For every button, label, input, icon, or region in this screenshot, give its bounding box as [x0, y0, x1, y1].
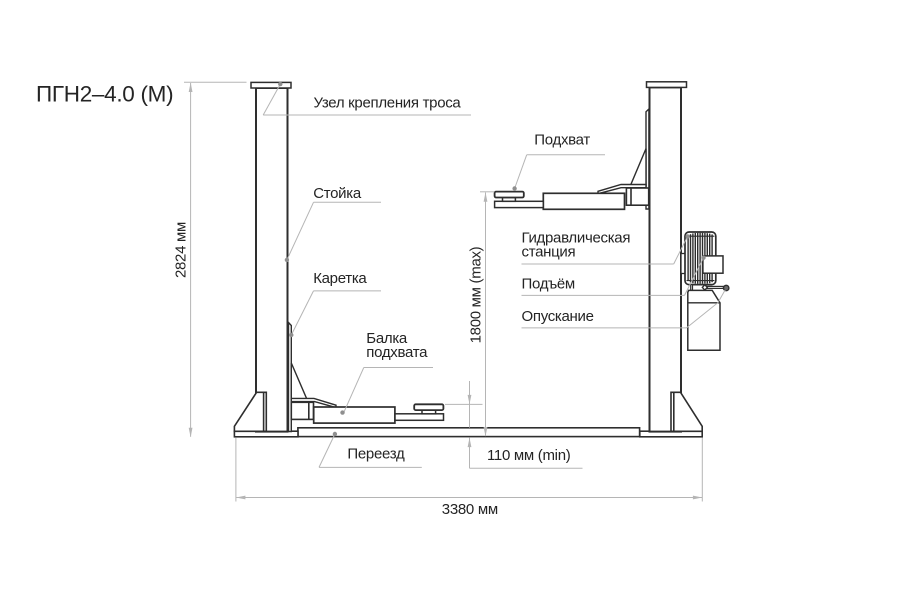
svg-text:Опускание: Опускание: [522, 308, 594, 325]
svg-text:Стойка: Стойка: [313, 185, 362, 202]
svg-text:Каретка: Каретка: [313, 270, 367, 287]
svg-text:Переезд: Переезд: [347, 446, 405, 463]
svg-text:2824 мм: 2824 мм: [173, 222, 190, 278]
svg-text:станция: станция: [522, 244, 576, 261]
svg-text:Подъём: Подъём: [522, 276, 575, 293]
svg-text:110 мм (min): 110 мм (min): [487, 447, 571, 464]
svg-text:подхвата: подхвата: [366, 344, 428, 361]
svg-text:Балка: Балка: [366, 330, 408, 347]
svg-text:3380 мм: 3380 мм: [442, 501, 498, 518]
svg-text:Подхват: Подхват: [534, 132, 590, 149]
svg-text:Гидравлическая: Гидравлическая: [522, 230, 631, 247]
svg-text:1800 мм (max): 1800 мм (max): [468, 246, 485, 343]
svg-text:ПГН2–4.0 (М): ПГН2–4.0 (М): [36, 82, 173, 107]
svg-text:Узел крепления троса: Узел крепления троса: [314, 95, 462, 112]
